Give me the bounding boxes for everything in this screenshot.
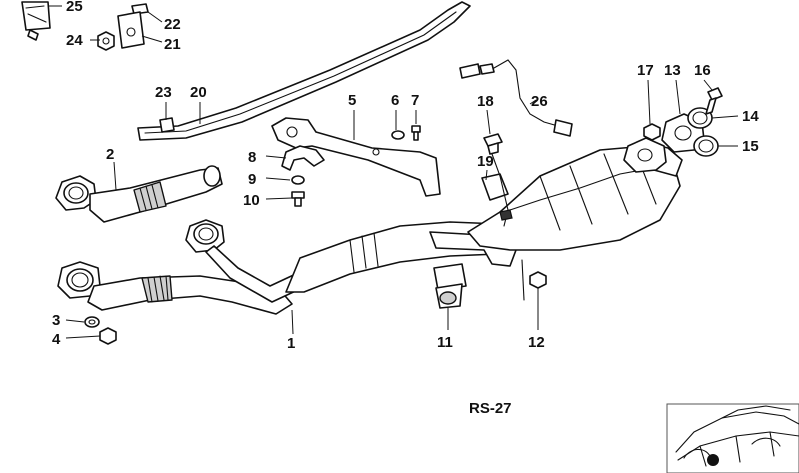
leader-lines [48, 5, 739, 339]
sensor-boot-19[interactable] [481, 153, 513, 227]
callout-5: 5 [348, 92, 356, 109]
callout-23: 23 [155, 84, 172, 101]
callout-7: 7 [411, 92, 419, 109]
callout-20: 20 [190, 84, 207, 101]
nut-24[interactable] [97, 31, 115, 51]
holder-21[interactable] [117, 11, 145, 49]
nut-4[interactable] [99, 327, 117, 345]
location-marker-icon [707, 454, 719, 466]
nut-17[interactable] [643, 123, 661, 141]
callout-26: 26 [531, 93, 548, 110]
callout-6: 6 [391, 92, 399, 109]
callout-15: 15 [742, 138, 759, 155]
car-location-thumbnail [666, 403, 799, 473]
clamp-8[interactable] [281, 145, 325, 171]
callout-14: 14 [742, 108, 759, 125]
callout-13: 13 [664, 62, 681, 79]
flange-left-of-13 [623, 137, 667, 173]
nut-12[interactable] [521, 259, 547, 301]
bolt-7[interactable] [411, 125, 421, 141]
heat-shield-strip-20[interactable] [137, 1, 471, 141]
callout-16: 16 [694, 62, 711, 79]
callout-22: 22 [164, 16, 181, 33]
bolt-16[interactable] [705, 87, 723, 115]
washer-9[interactable] [291, 175, 305, 185]
callout-17: 17 [637, 62, 654, 79]
diagram-code: RS-27 [469, 400, 512, 417]
bolt-10[interactable] [291, 191, 305, 207]
callout-3: 3 [52, 312, 60, 329]
callout-10: 10 [243, 192, 260, 209]
callout-9: 9 [248, 171, 256, 188]
bracket-25[interactable] [21, 1, 51, 41]
washer-3[interactable] [84, 316, 100, 328]
oxygen-sensor-wire-26[interactable] [459, 59, 573, 137]
callout-2: 2 [106, 146, 114, 163]
callout-24: 24 [66, 32, 83, 49]
callout-18: 18 [477, 93, 494, 110]
sensor-18[interactable] [483, 133, 503, 155]
clip-23[interactable] [159, 117, 175, 133]
callout-11: 11 [437, 334, 453, 351]
rubber-mount-11[interactable] [433, 263, 467, 309]
front-pipe-2[interactable] [55, 165, 223, 223]
callout-21: 21 [164, 36, 181, 53]
gasket-ring-15[interactable] [693, 135, 719, 157]
callout-labels: 25 24 22 21 23 20 5 6 7 8 9 10 2 1 3 4 1… [52, 0, 759, 352]
callout-19: 19 [477, 153, 494, 170]
callout-12: 12 [528, 334, 545, 351]
callout-1: 1 [287, 335, 295, 352]
callout-4: 4 [52, 331, 61, 348]
callout-25: 25 [66, 0, 83, 15]
washer-6[interactable] [391, 130, 405, 140]
callout-8: 8 [248, 149, 256, 166]
